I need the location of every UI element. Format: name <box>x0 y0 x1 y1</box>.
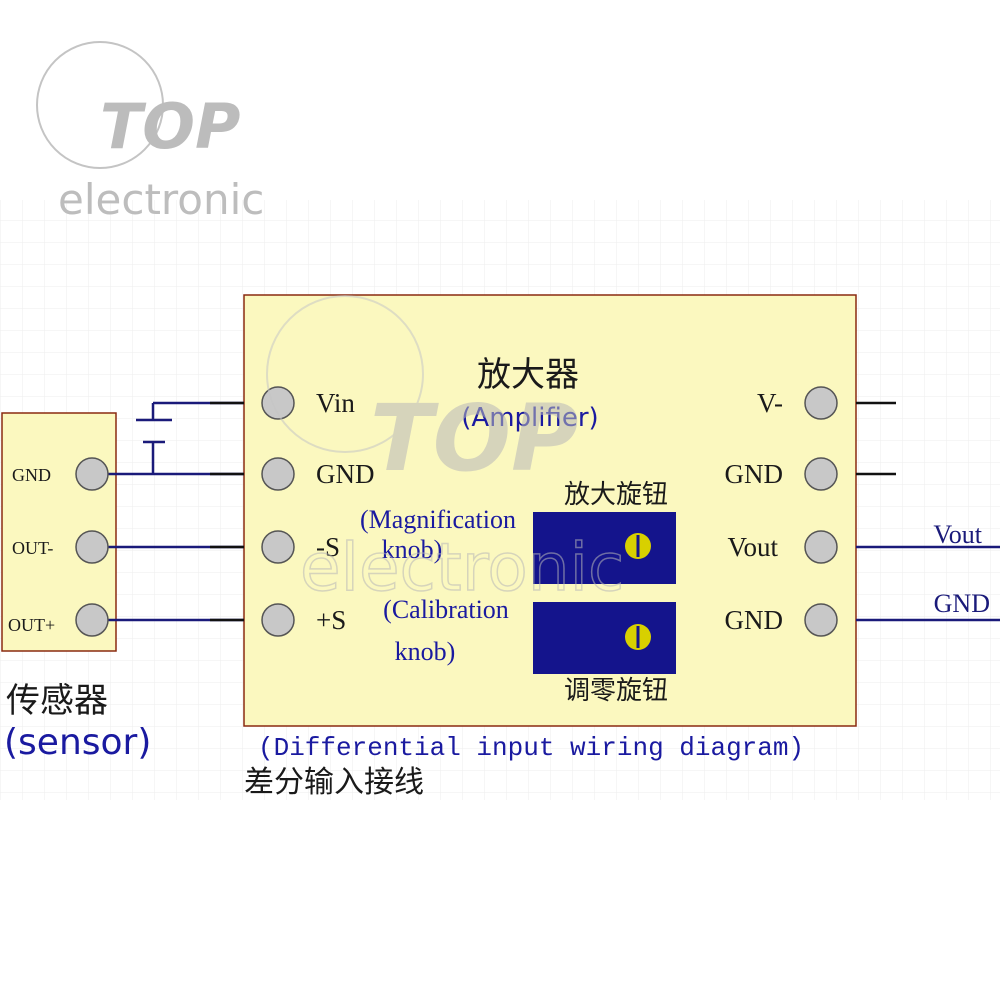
pin-vout <box>804 530 838 564</box>
pin-plus-s <box>261 603 295 637</box>
calibration-label-line1: (Calibration <box>383 595 509 624</box>
sensor-pin-gnd <box>75 457 109 491</box>
amplifier-title-cn: 放大器 <box>477 355 579 395</box>
caption-en: (Differential input wiring diagram) <box>258 733 804 763</box>
watermark-word: electronic <box>300 529 624 606</box>
sensor-label-gnd: GND <box>12 465 51 485</box>
sensor-title-cn: 传感器 <box>6 681 108 721</box>
logo-ring <box>36 41 164 169</box>
output-label-gnd: GND <box>934 589 990 618</box>
amplifier-right-pins: V- GND Vout GND <box>725 386 838 637</box>
caption-cn: 差分输入接线 <box>244 765 424 800</box>
magnification-knob-cn: 放大旋钮 <box>564 480 668 510</box>
magnification-label-line2: knob) <box>382 535 443 564</box>
pin-gnd-right <box>804 457 838 491</box>
logo-wordmark: electronic <box>58 175 264 224</box>
calibration-label-line2: knob) <box>395 637 456 666</box>
sensor-pins: GND OUT- OUT+ <box>8 457 109 637</box>
pin-label-vin: Vin <box>316 388 355 418</box>
pin-gnd-left <box>261 457 295 491</box>
output-label-vout: Vout <box>933 520 982 549</box>
pin-label-gnd-right: GND <box>725 459 784 489</box>
pin-label-vout: Vout <box>727 532 778 562</box>
pin-label-gnd-left: GND <box>316 459 375 489</box>
pin-v-minus <box>804 386 838 420</box>
sensor-pin-out-plus <box>75 603 109 637</box>
magnification-knob <box>533 512 676 584</box>
watermark: TOP electronic <box>266 295 625 607</box>
magnification-label-line1: (Magnification <box>360 505 516 534</box>
pin-label-v-minus: V- <box>757 388 783 418</box>
sensor-pin-out-minus <box>75 530 109 564</box>
calibration-knob <box>533 602 676 674</box>
top-electronic-logo: TOP electronic <box>36 41 264 224</box>
pin-minus-s <box>261 530 295 564</box>
sensor-label-out-plus: OUT+ <box>8 615 55 635</box>
amplifier-title-en: (Amplifier) <box>461 403 598 433</box>
logo-mark: TOP <box>100 90 240 163</box>
pin-label-gnd-right-2: GND <box>725 605 784 635</box>
sensor-label-out-minus: OUT- <box>12 538 53 558</box>
amplifier-left-pins: Vin GND -S +S <box>261 386 375 637</box>
pin-gnd-right-2 <box>804 603 838 637</box>
watermark-mark: TOP <box>370 385 578 492</box>
pin-label-plus-s: +S <box>316 605 346 635</box>
pin-stubs <box>210 401 244 622</box>
pin-label-minus-s: -S <box>316 532 340 562</box>
calibration-knob-cn: 调零旋钮 <box>564 676 668 706</box>
sensor-title-en: (sensor) <box>4 722 151 763</box>
watermark-ring <box>266 295 424 453</box>
